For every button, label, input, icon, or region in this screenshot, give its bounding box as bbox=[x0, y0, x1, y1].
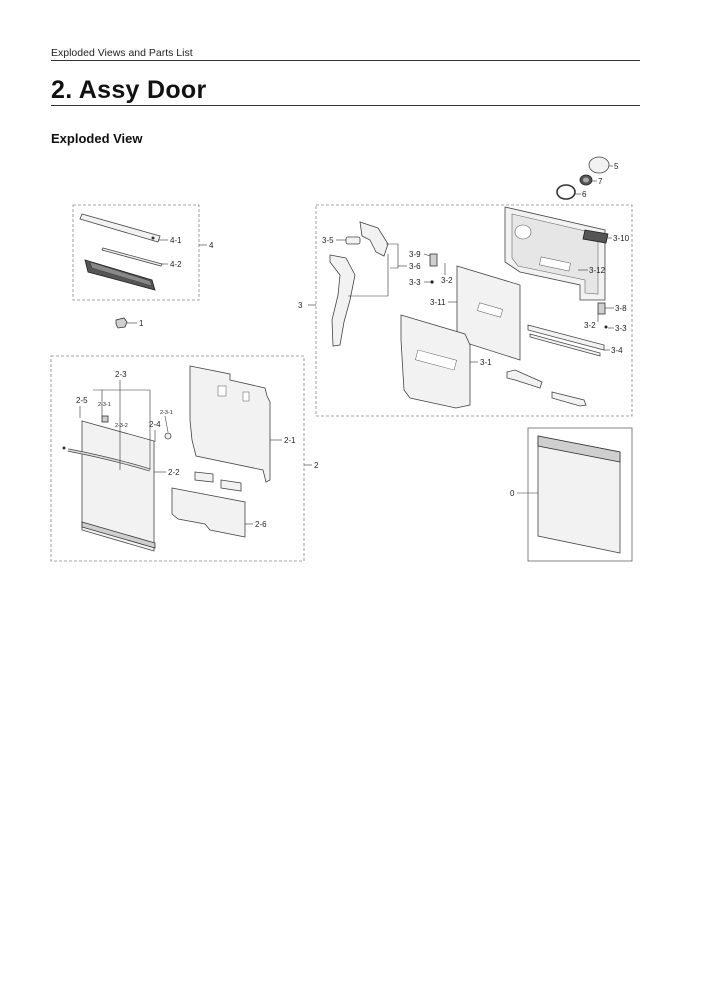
part-1 bbox=[115, 317, 128, 329]
part-3-10 bbox=[582, 229, 609, 244]
leader-2-3-1b bbox=[164, 415, 169, 433]
part-2-3-handle-face bbox=[67, 449, 151, 471]
title-rule bbox=[51, 105, 640, 106]
part-2-1-slot bbox=[217, 385, 227, 397]
label-2-6: 2-6 bbox=[255, 520, 267, 529]
part-3-6-duct bbox=[329, 254, 356, 347]
label-2-4: 2-4 bbox=[149, 420, 161, 429]
label-1: 1 bbox=[139, 319, 144, 328]
label-3-4: 3-4 bbox=[611, 346, 623, 355]
group-3-frame bbox=[315, 204, 633, 417]
label-4-1: 4-1 bbox=[170, 236, 182, 245]
group-2-frame bbox=[50, 355, 305, 562]
part-2-2 bbox=[81, 420, 155, 552]
part-3-12-port bbox=[514, 224, 532, 240]
part-3-3a bbox=[430, 280, 434, 284]
part-2-1-slot-2 bbox=[242, 391, 250, 402]
group-5-6-7: 5 7 6 bbox=[556, 156, 619, 200]
label-3: 3 bbox=[298, 301, 303, 310]
label-3-12: 3-12 bbox=[589, 266, 606, 275]
part-3-9 bbox=[429, 253, 438, 267]
label-3-3b: 3-3 bbox=[615, 324, 627, 333]
part-2-block-b bbox=[220, 479, 242, 492]
leader-2-3 bbox=[93, 380, 151, 470]
part-3-8 bbox=[597, 302, 606, 315]
part-3-11-slot bbox=[477, 302, 503, 318]
label-4: 4 bbox=[209, 241, 214, 250]
subsection-title: Exploded View bbox=[51, 131, 143, 146]
part-7-center bbox=[583, 177, 589, 183]
label-3-6: 3-6 bbox=[409, 262, 421, 271]
group-4-frame bbox=[72, 204, 200, 301]
label-3-3a: 3-3 bbox=[409, 278, 421, 287]
part-3-5 bbox=[345, 236, 361, 245]
part-3-12-slot bbox=[539, 256, 571, 272]
part-0-handle bbox=[537, 435, 621, 463]
label-3-10: 3-10 bbox=[613, 234, 630, 243]
section-title: 2. Assy Door bbox=[51, 76, 207, 104]
group-1: 1 bbox=[115, 317, 144, 329]
group-2: 2-1 2-6 2-2 2-3 2-5 2-3-1 2-3-1 2-3-2 2-… bbox=[50, 355, 319, 562]
part-4-2 bbox=[101, 247, 163, 267]
part-2-6 bbox=[171, 487, 246, 538]
leader-3-9 bbox=[423, 253, 431, 257]
label-3-9: 3-9 bbox=[409, 250, 421, 259]
label-4-2: 4-2 bbox=[170, 260, 182, 269]
label-2-3-1a: 2-3-1 bbox=[98, 402, 111, 408]
part-2-4 bbox=[164, 432, 172, 440]
label-0: 0 bbox=[510, 489, 515, 498]
part-2-3-2 bbox=[101, 415, 109, 423]
part-4-vent-grille bbox=[89, 261, 153, 287]
part-3-hinge-arm-right bbox=[551, 391, 587, 407]
label-2-1: 2-1 bbox=[284, 436, 296, 445]
part-4-1-screw bbox=[151, 236, 155, 240]
running-header: Exploded Views and Parts List bbox=[51, 47, 193, 59]
group-0-frame bbox=[527, 427, 633, 562]
label-3-11: 3-11 bbox=[430, 298, 446, 307]
part-2-1 bbox=[189, 365, 271, 483]
part-3-1-slot bbox=[415, 349, 457, 371]
part-3-6-top bbox=[359, 221, 389, 257]
part-2-5 bbox=[62, 446, 66, 450]
group-4: 4-1 4-2 4 bbox=[72, 204, 214, 301]
header-rule bbox=[51, 60, 640, 61]
part-2-kickplate bbox=[81, 521, 156, 549]
label-7: 7 bbox=[598, 177, 603, 186]
label-6: 6 bbox=[582, 190, 587, 199]
part-3-hinge-arm-left bbox=[506, 369, 543, 389]
label-3-8: 3-8 bbox=[615, 304, 627, 313]
label-3-2b: 3-2 bbox=[584, 321, 596, 330]
label-3-2a: 3-2 bbox=[441, 276, 453, 285]
part-3-12-inner bbox=[511, 213, 599, 295]
part-4-1 bbox=[79, 213, 161, 243]
label-2-3-1b: 2-3-1 bbox=[160, 410, 173, 416]
label-2-5: 2-5 bbox=[76, 396, 88, 405]
label-2-3-2: 2-3-2 bbox=[115, 423, 128, 429]
label-5: 5 bbox=[614, 162, 619, 171]
label-2: 2 bbox=[314, 461, 319, 470]
label-3-1: 3-1 bbox=[480, 358, 492, 367]
part-3-3b bbox=[604, 325, 608, 329]
leader-3-6 bbox=[348, 243, 399, 297]
group-0: 0 bbox=[510, 427, 633, 562]
group-3: 3 3-10 3-12 3-11 3-1 3-5 3-6 3-9 bbox=[298, 204, 633, 417]
label-2-3: 2-3 bbox=[115, 370, 127, 379]
part-2-block-a bbox=[194, 471, 214, 483]
part-5 bbox=[588, 156, 610, 174]
label-2-2: 2-2 bbox=[168, 468, 180, 477]
label-3-5: 3-5 bbox=[322, 236, 334, 245]
part-6 bbox=[556, 184, 576, 200]
part-3-4-lower bbox=[529, 333, 601, 357]
